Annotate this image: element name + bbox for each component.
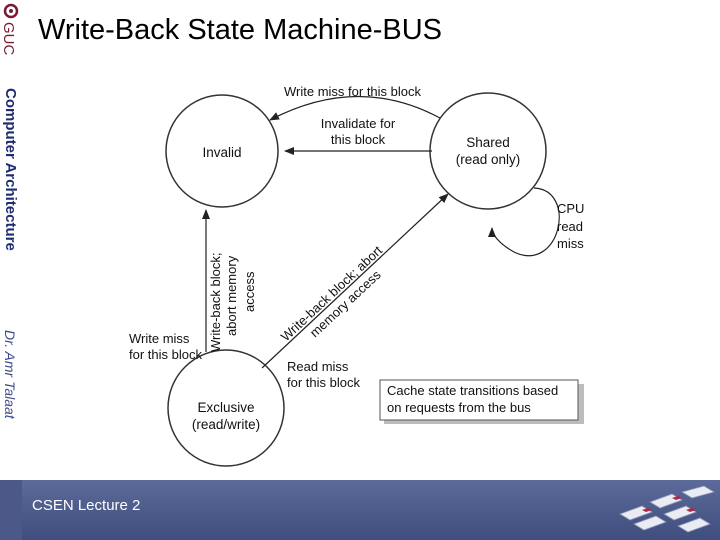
edge-exclusive-shared-line xyxy=(261,193,449,369)
note-line-2: on requests from the bus xyxy=(387,400,531,415)
side-course-label: Computer Architecture xyxy=(2,88,19,251)
edge-wb-diag-label-1: Write-back block; abort xyxy=(278,242,386,344)
slide-title: Write-Back State Machine-BUS xyxy=(38,14,442,46)
state-exclusive-sublabel: (read/write) xyxy=(192,417,260,432)
edge-read-miss-label-1: Read miss xyxy=(287,359,349,374)
left-strip xyxy=(0,0,22,480)
edge-shared-invalid-arc xyxy=(269,95,441,121)
edge-invalidate-label-2: this block xyxy=(331,132,386,147)
state-diagram: Invalid Shared (read only) Exclusive (re… xyxy=(22,60,720,480)
edge-shared-self-loop xyxy=(488,187,560,257)
side-author-label: Dr. Amr Talaat xyxy=(2,330,18,419)
footer-bar xyxy=(0,480,720,540)
edge-write-miss-left-1: Write miss xyxy=(129,331,190,346)
edge-invalidate-label-1: Invalidate for xyxy=(321,116,396,131)
edge-wb-label-3: access xyxy=(242,271,257,312)
note-box xyxy=(379,379,579,421)
state-shared-label: Shared xyxy=(466,135,510,150)
state-shared-circle xyxy=(429,92,547,210)
footer-left-block xyxy=(0,480,22,540)
edge-read-miss-label-2: for this block xyxy=(287,375,360,390)
logo-text: GUC xyxy=(0,22,17,56)
edge-cpu-label-1: CPU xyxy=(557,201,584,216)
edge-cpu-label-2: read xyxy=(557,219,583,234)
edge-wb-label-1: Write-back block; xyxy=(208,253,223,352)
footer-decorative-logo xyxy=(619,485,716,533)
state-exclusive-circle xyxy=(167,349,285,467)
edge-write-miss-label: Write miss for this block xyxy=(284,84,422,99)
edge-write-miss-left-2: for this block xyxy=(129,347,202,362)
state-exclusive-label: Exclusive xyxy=(197,400,254,415)
state-shared-sublabel: (read only) xyxy=(456,152,521,167)
edge-wb-label-2: abort memory xyxy=(224,255,239,336)
note-line-1: Cache state transitions based xyxy=(387,383,558,398)
state-invalid-circle xyxy=(165,94,279,208)
state-invalid-label: Invalid xyxy=(202,145,241,160)
guc-logo: GUC xyxy=(0,3,19,56)
edge-cpu-label-3: miss xyxy=(557,236,584,251)
footer-lecture-label: CSEN Lecture 2 xyxy=(32,497,141,514)
